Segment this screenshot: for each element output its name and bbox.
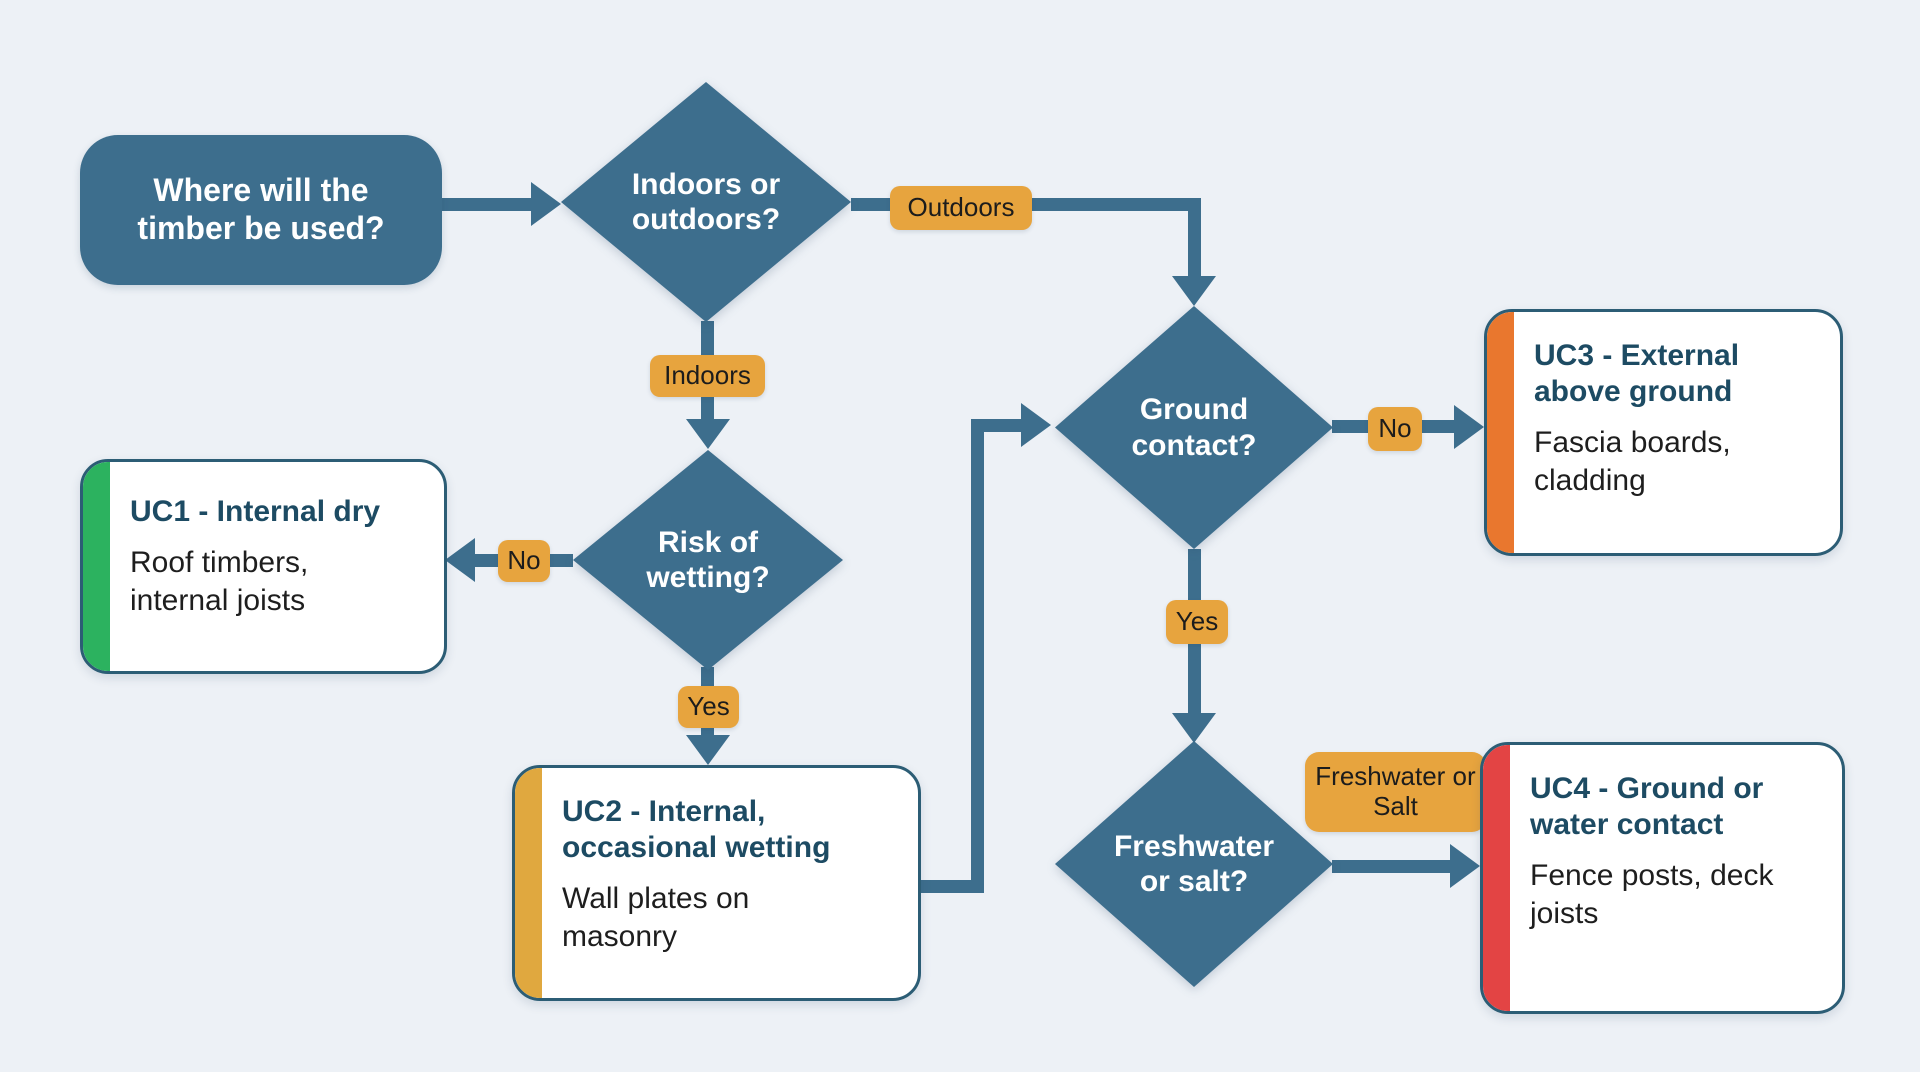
decision-label: Risk of wetting? bbox=[646, 525, 770, 594]
diamond-shape: Freshwater or salt? bbox=[1055, 741, 1333, 987]
uc3-accent-stripe bbox=[1487, 312, 1514, 553]
edge-label-outdoors: Outdoors bbox=[890, 186, 1032, 230]
decision-label: Indoors or outdoors? bbox=[631, 167, 781, 236]
decision-freshwater-or-salt: Freshwater or salt? bbox=[1055, 741, 1333, 987]
decision-ground-contact: Ground contact? bbox=[1055, 306, 1333, 549]
start-node: Where will the timber be used? bbox=[80, 135, 442, 285]
outcome-card-uc1: UC1 - Internal dry Roof timbers, interna… bbox=[80, 459, 447, 674]
outcome-card-uc2: UC2 - Internal, occasional wetting Wall … bbox=[512, 765, 921, 1001]
arrowhead-right-icon bbox=[1450, 844, 1480, 888]
edge-uc2-to-ground-vertical bbox=[971, 419, 984, 893]
decision-label: Ground contact? bbox=[1131, 393, 1257, 462]
arrowhead-down-icon bbox=[1172, 713, 1216, 743]
edge-uc2-to-ground-top bbox=[971, 419, 1026, 432]
edge-label-wetting-yes: Yes bbox=[678, 686, 739, 728]
arrowhead-right-icon bbox=[1021, 403, 1051, 447]
uc4-title: UC4 - Ground or water contact bbox=[1530, 772, 1764, 841]
uc1-accent-stripe bbox=[83, 462, 110, 671]
uc3-title: UC3 - External above ground bbox=[1534, 339, 1740, 408]
edge-freshwater-to-uc4 bbox=[1332, 860, 1452, 873]
outcome-card-uc3: UC3 - External above ground Fascia board… bbox=[1484, 309, 1843, 556]
uc1-desc: Roof timbers, internal joists bbox=[130, 546, 309, 617]
decision-indoors-outdoors: Indoors or outdoors? bbox=[561, 82, 851, 322]
edge-label-ground-no: No bbox=[1368, 407, 1422, 451]
diamond-shape: Risk of wetting? bbox=[573, 450, 843, 670]
edge-label-ground-yes: Yes bbox=[1166, 600, 1228, 644]
uc1-title: UC1 - Internal dry bbox=[130, 495, 381, 528]
arrowhead-left-icon bbox=[445, 538, 475, 582]
edge-label-freshwater-or-salt: Freshwater or Salt bbox=[1305, 752, 1486, 832]
edge-outdoors-vertical bbox=[1188, 198, 1201, 278]
outcome-card-uc4: UC4 - Ground or water contact Fence post… bbox=[1480, 742, 1845, 1014]
arrowhead-down-icon bbox=[1172, 276, 1216, 306]
edge-label-wetting-no: No bbox=[498, 540, 550, 582]
diamond-shape: Ground contact? bbox=[1055, 306, 1333, 549]
edge-label-indoors: Indoors bbox=[650, 355, 765, 397]
start-node-label: Where will the timber be used? bbox=[137, 172, 385, 246]
diamond-shape: Indoors or outdoors? bbox=[561, 82, 851, 322]
arrowhead-right-icon bbox=[1454, 405, 1484, 449]
uc2-title: UC2 - Internal, occasional wetting bbox=[562, 795, 831, 864]
edge-start-to-indoors-outdoors bbox=[442, 198, 537, 211]
uc4-desc: Fence posts, deck joists bbox=[1530, 859, 1774, 930]
decision-risk-of-wetting: Risk of wetting? bbox=[573, 450, 843, 670]
decision-label: Freshwater or salt? bbox=[1113, 829, 1275, 898]
uc3-desc: Fascia boards, cladding bbox=[1534, 426, 1731, 497]
edge-uc2-to-ground-stub bbox=[915, 880, 977, 893]
uc2-desc: Wall plates on masonry bbox=[562, 882, 750, 953]
arrowhead-down-icon bbox=[686, 735, 730, 765]
arrowhead-right-icon bbox=[531, 182, 561, 226]
uc4-accent-stripe bbox=[1483, 745, 1510, 1011]
uc2-accent-stripe bbox=[515, 768, 542, 998]
arrowhead-down-icon bbox=[686, 419, 730, 449]
